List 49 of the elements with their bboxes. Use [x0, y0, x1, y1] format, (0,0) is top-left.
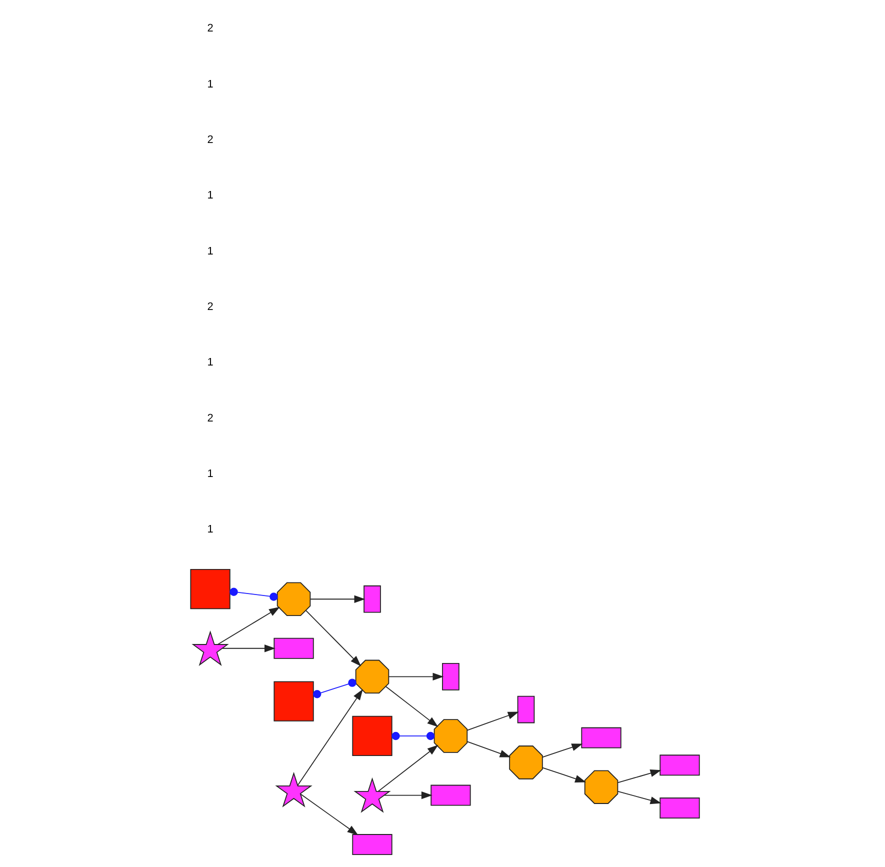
node-box	[442, 662, 460, 690]
node-star	[275, 772, 312, 808]
label: 2	[207, 22, 214, 35]
node-box	[364, 585, 381, 613]
arrow	[297, 689, 363, 786]
label: 1	[207, 468, 214, 480]
label: 2	[207, 412, 214, 424]
arrow	[217, 606, 280, 645]
label: 1	[207, 78, 214, 90]
node-box	[581, 727, 622, 748]
label: 2	[207, 300, 214, 313]
connector	[392, 732, 435, 740]
node-box	[274, 681, 314, 722]
node-star	[192, 630, 229, 666]
node-circle	[584, 770, 618, 804]
connector	[313, 678, 356, 698]
arrow	[388, 672, 444, 680]
label: 1	[207, 356, 214, 369]
node-box	[660, 798, 700, 819]
arrow	[618, 770, 662, 783]
arrow	[310, 595, 366, 603]
node-box	[352, 834, 392, 856]
node-box	[274, 638, 314, 659]
arrow	[378, 744, 438, 792]
node-circle	[276, 582, 311, 616]
node-box	[660, 754, 700, 776]
arrow	[385, 686, 438, 727]
connector	[230, 588, 278, 601]
node-box	[190, 569, 230, 610]
node-box	[517, 696, 535, 724]
label: 1	[207, 245, 214, 258]
node-box	[352, 716, 392, 756]
arrow	[384, 791, 432, 800]
node-circle	[434, 719, 468, 753]
arrow	[466, 741, 511, 758]
arrow	[542, 767, 586, 782]
node-circle	[509, 746, 543, 780]
arrow	[466, 712, 519, 731]
node-box	[430, 784, 471, 806]
arrow	[306, 610, 362, 666]
node-circle	[355, 660, 390, 694]
arrow	[542, 744, 583, 758]
label: 1	[207, 190, 214, 202]
arrow	[300, 794, 358, 836]
arrow	[618, 790, 662, 804]
node-star	[354, 777, 391, 813]
arrow	[222, 644, 276, 652]
label: 1	[207, 524, 214, 536]
label: 2	[207, 134, 214, 146]
